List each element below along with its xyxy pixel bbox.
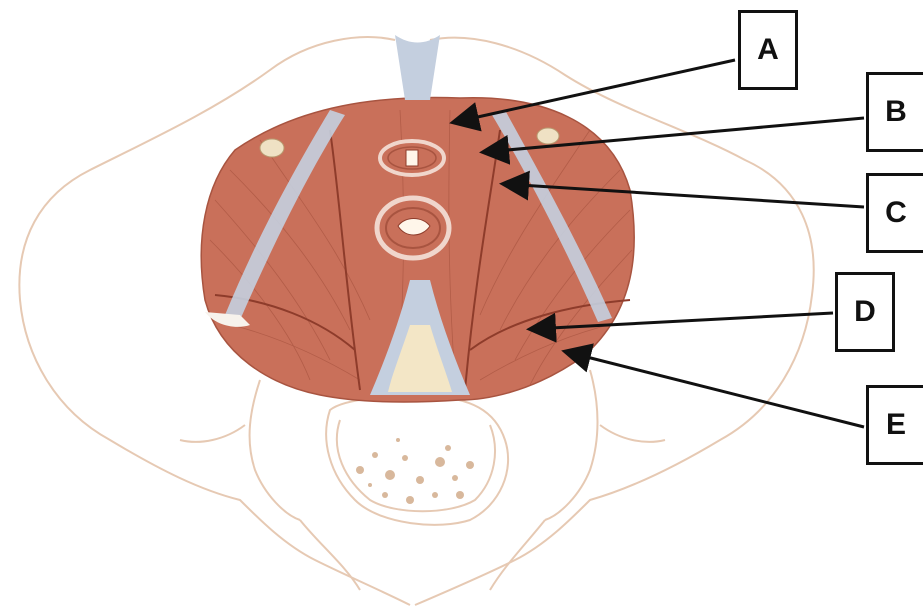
label-c: C xyxy=(885,198,907,228)
label-d: D xyxy=(854,297,876,327)
label-box-e: E xyxy=(866,385,923,465)
arrow-e xyxy=(567,352,864,427)
label-b: B xyxy=(885,97,907,127)
label-e: E xyxy=(886,410,906,440)
sacral-bone-texture xyxy=(356,438,474,504)
label-a: A xyxy=(757,35,779,65)
label-box-b: B xyxy=(866,72,923,152)
label-box-d: D xyxy=(835,272,895,352)
label-box-a: A xyxy=(738,10,798,90)
label-box-c: C xyxy=(866,173,923,253)
arrow-a xyxy=(455,60,735,122)
